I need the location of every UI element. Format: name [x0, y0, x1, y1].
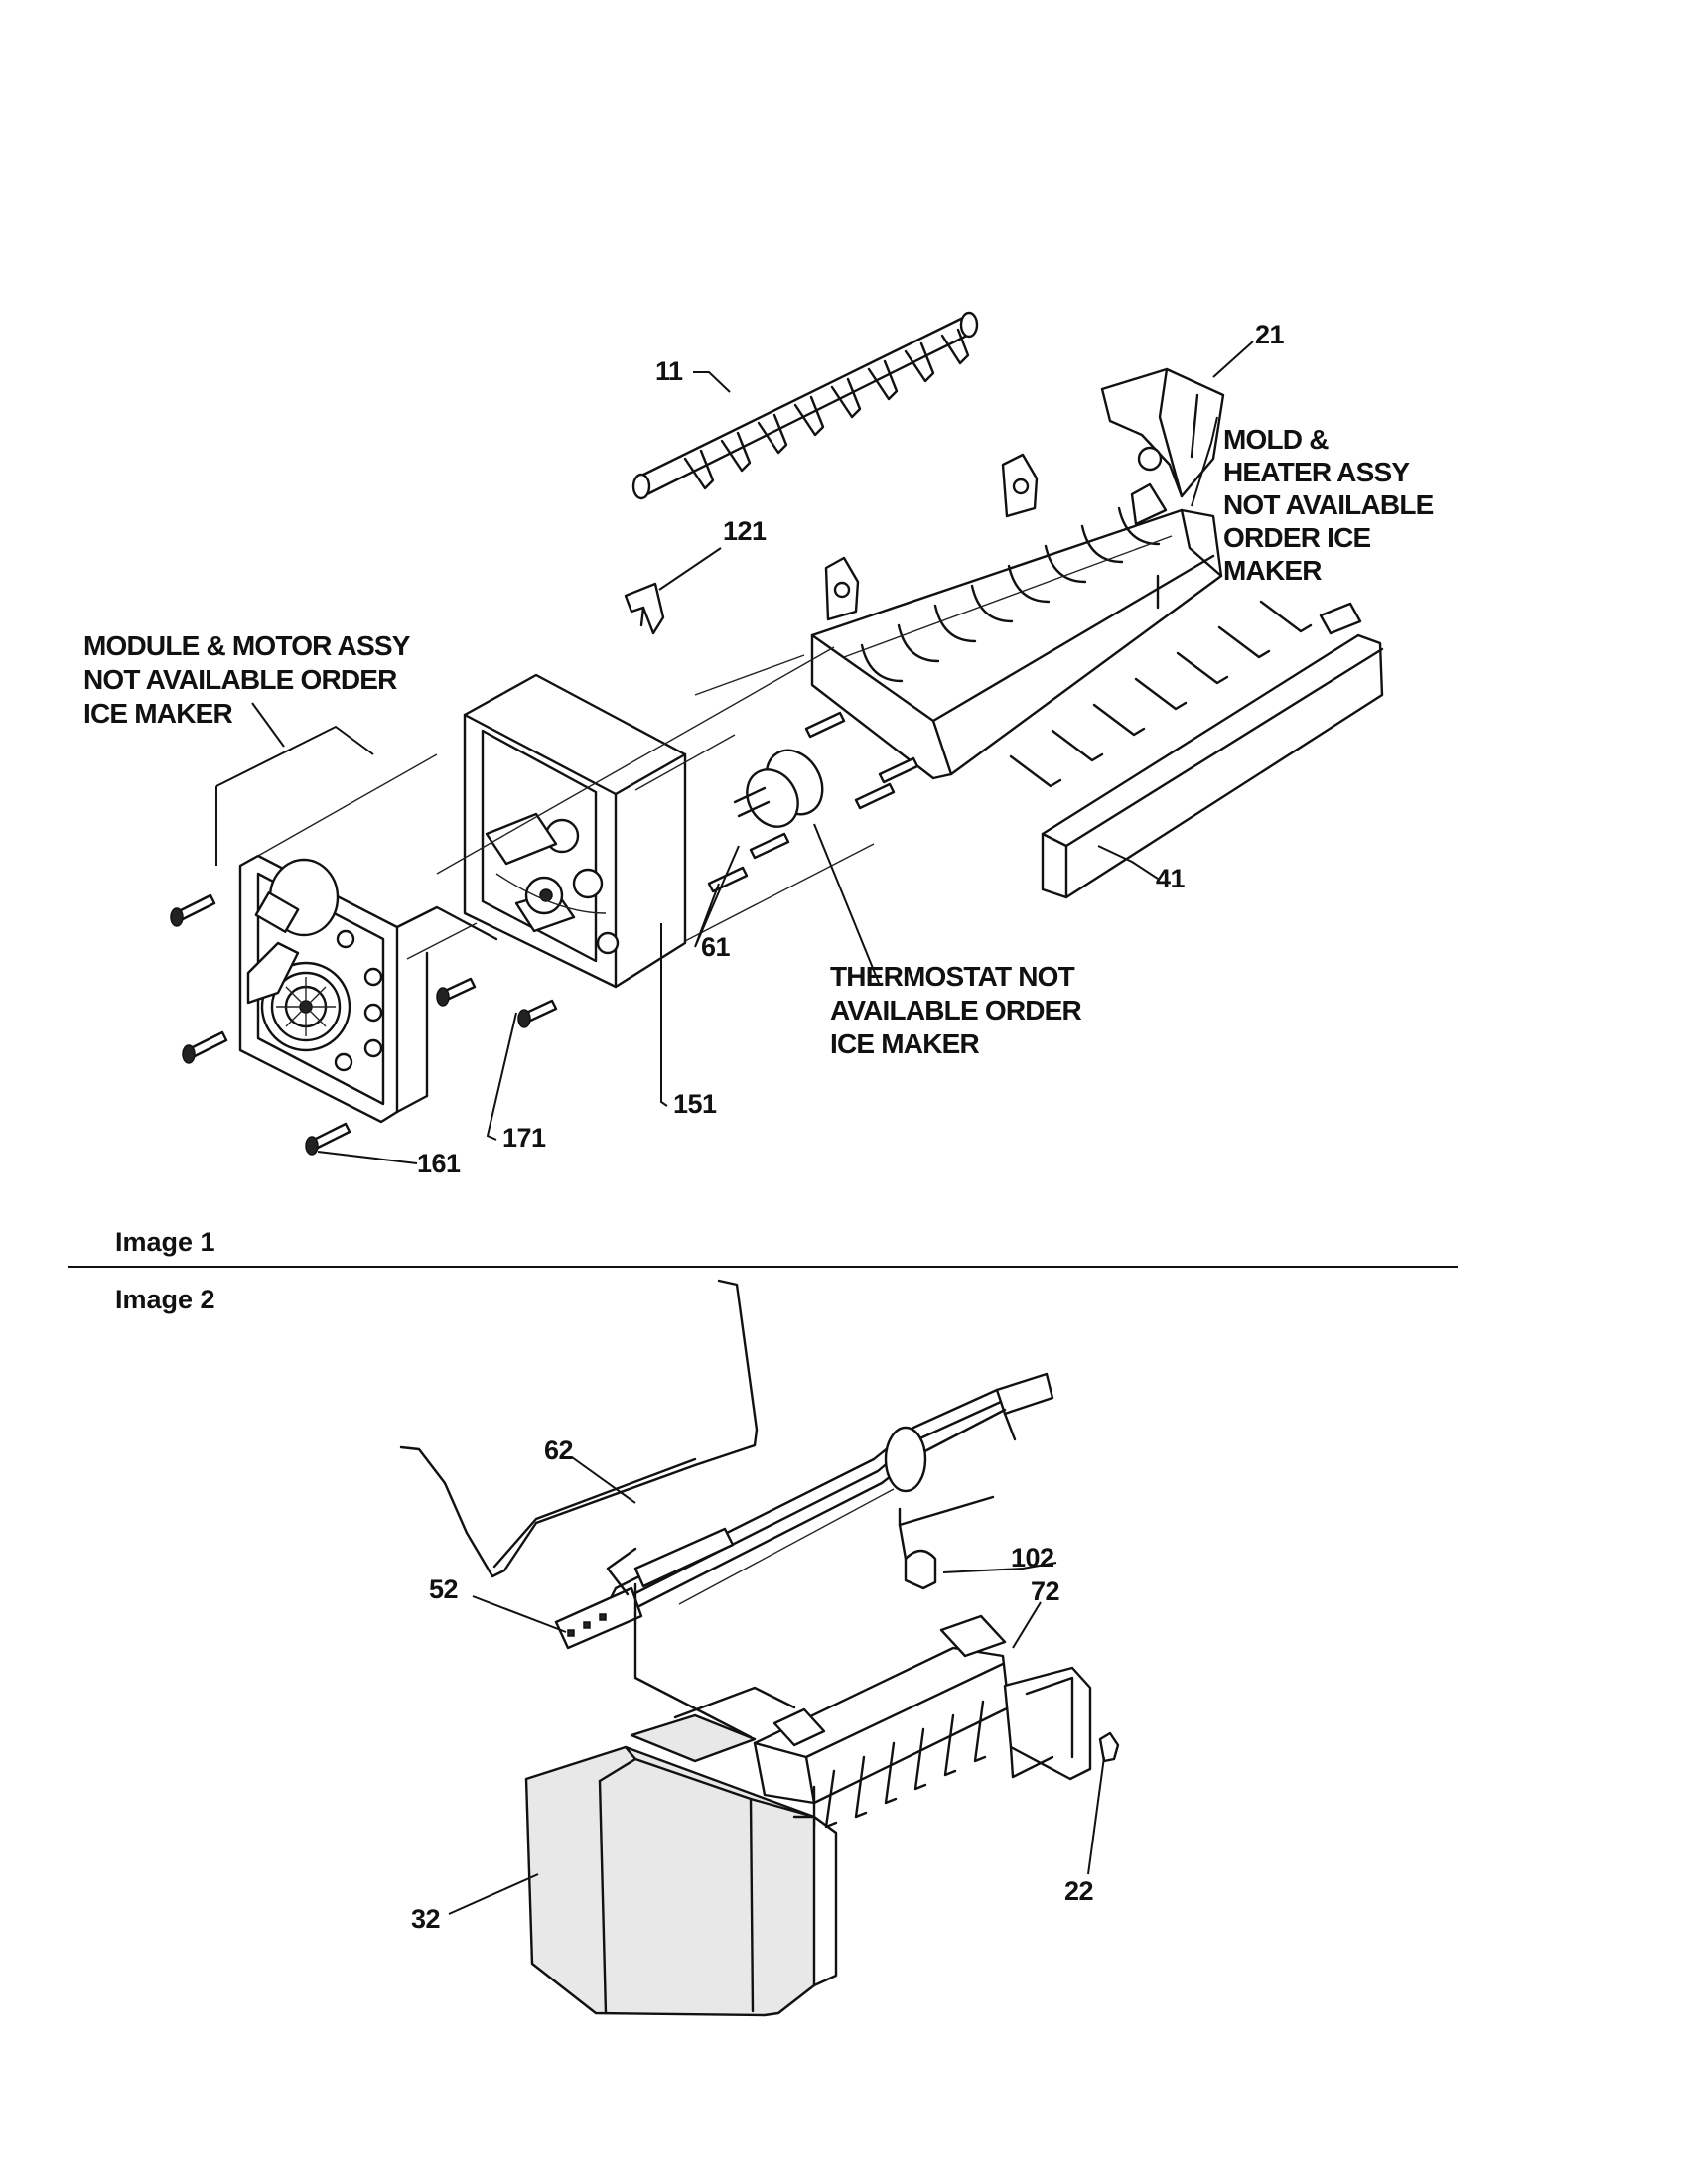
note-module-motor-line-3: ICE MAKER: [83, 698, 232, 729]
mold-assembly-part-72: [753, 1614, 1092, 1829]
callout-21: 21: [1255, 320, 1285, 349]
callout-41: 41: [1156, 864, 1186, 893]
shutoff-arm-part-62: [399, 1279, 759, 1578]
bearing-part-21: [1100, 367, 1225, 498]
cover-part-32: [524, 1582, 838, 2017]
bearing-part-22: [1098, 1731, 1120, 1763]
note-mold-heater: MOLD & HEATER ASSY NOT AVAILABLE ORDER I…: [1223, 424, 1434, 586]
screws: [170, 893, 558, 1156]
image-1-exploded-view: 11 21 121 41 61 151 171 161 MOLD & HEATE…: [83, 311, 1434, 1257]
callout-72: 72: [1031, 1576, 1059, 1606]
note-module-motor-line-2: NOT AVAILABLE ORDER: [83, 664, 397, 695]
callout-121: 121: [723, 516, 767, 546]
image-2-assembled-view: Image 2: [115, 1279, 1120, 2017]
wire-harness-part-52: [554, 1372, 1054, 1650]
callout-171: 171: [502, 1123, 546, 1153]
ejector-shaft-part-11: [632, 311, 979, 500]
callout-151: 151: [673, 1089, 717, 1119]
note-thermostat-line-1: THERMOSTAT NOT: [830, 961, 1075, 992]
note-thermostat: THERMOSTAT NOT AVAILABLE ORDER ICE MAKER: [830, 961, 1082, 1059]
stripper-part-41: [1009, 600, 1384, 899]
note-mold-heater-line-1: MOLD &: [1223, 424, 1329, 455]
note-mold-heater-line-5: MAKER: [1223, 555, 1322, 586]
mold-and-heater-assembly: [810, 453, 1223, 780]
callout-22: 22: [1064, 1876, 1093, 1906]
note-mold-heater-line-3: NOT AVAILABLE: [1223, 489, 1434, 520]
clip-part-102: [898, 1495, 995, 1590]
callout-62: 62: [544, 1435, 573, 1465]
caption-image-1: Image 1: [115, 1227, 215, 1257]
note-module-motor: MODULE & MOTOR ASSY NOT AVAILABLE ORDER …: [83, 630, 412, 729]
callout-52: 52: [429, 1574, 458, 1604]
clip-part-121: [624, 582, 665, 635]
note-thermostat-line-3: ICE MAKER: [830, 1028, 979, 1059]
module-and-motor-assembly: [238, 854, 498, 1124]
note-module-motor-line-1: MODULE & MOTOR ASSY: [83, 630, 411, 661]
callout-61: 61: [701, 932, 731, 962]
caption-image-2: Image 2: [115, 1285, 215, 1314]
pins-part-61: [707, 711, 919, 893]
thermostat: [733, 749, 824, 828]
callout-102: 102: [1011, 1543, 1054, 1572]
callout-11: 11: [655, 356, 683, 386]
note-mold-heater-line-2: HEATER ASSY: [1223, 457, 1410, 487]
housing-part-151: [463, 673, 687, 989]
note-thermostat-line-2: AVAILABLE ORDER: [830, 995, 1082, 1025]
callout-161: 161: [417, 1149, 461, 1178]
note-mold-heater-line-4: ORDER ICE: [1223, 522, 1370, 553]
callout-32: 32: [411, 1904, 440, 1934]
